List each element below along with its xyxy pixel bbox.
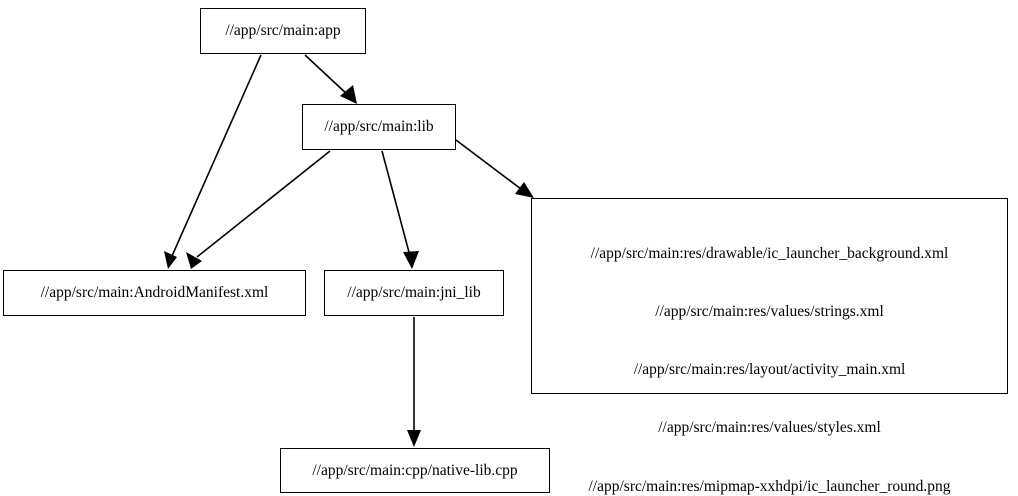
graph-node-jni-lib-label: //app/src/main:jni_lib xyxy=(347,284,481,302)
graph-node-android-manifest-label: //app/src/main:AndroidManifest.xml xyxy=(40,284,269,302)
graph-node-res-line: //app/src/main:res/values/styles.xml xyxy=(658,419,881,437)
graph-node-res-line: //app/src/main:res/drawable/ic_launcher_… xyxy=(590,244,949,262)
arrowhead-lib-to-manifest xyxy=(186,252,202,269)
graph-node-lib-label: //app/src/main:lib xyxy=(324,118,434,136)
arrowhead-jnilib-to-cpp xyxy=(407,430,421,447)
graph-node-res-line: //app/src/main:res/values/strings.xml xyxy=(655,303,884,321)
edge-app-to-lib xyxy=(304,54,350,97)
graph-node-android-manifest[interactable]: //app/src/main:AndroidManifest.xml xyxy=(3,270,306,316)
arrowhead-lib-to-jnilib xyxy=(403,251,419,269)
graph-node-res-line: //app/src/main:res/mipmap-xxhdpi/ic_laun… xyxy=(588,477,951,495)
arrowhead-app-to-lib xyxy=(340,85,357,104)
graph-node-native-lib-cpp-label: //app/src/main:cpp/native-lib.cpp xyxy=(312,461,518,479)
graph-node-native-lib-cpp[interactable]: //app/src/main:cpp/native-lib.cpp xyxy=(280,448,550,493)
graph-node-jni-lib[interactable]: //app/src/main:jni_lib xyxy=(324,270,504,316)
edge-lib-to-res xyxy=(455,139,526,193)
edge-lib-to-jnilib xyxy=(381,150,411,257)
edge-lib-to-manifest xyxy=(196,150,331,258)
graph-node-lib[interactable]: //app/src/main:lib xyxy=(302,104,456,150)
arrowhead-app-to-manifest xyxy=(164,251,177,269)
arrowhead-lib-to-res xyxy=(515,182,534,198)
graph-node-res-group[interactable]: //app/src/main:res/drawable/ic_launcher_… xyxy=(531,198,1008,495)
graph-node-app[interactable]: //app/src/main:app xyxy=(200,8,366,54)
edge-app-to-manifest xyxy=(171,54,262,257)
graph-node-app-label: //app/src/main:app xyxy=(225,22,341,40)
graph-node-res-line: //app/src/main:res/layout/activity_main.… xyxy=(633,361,906,379)
